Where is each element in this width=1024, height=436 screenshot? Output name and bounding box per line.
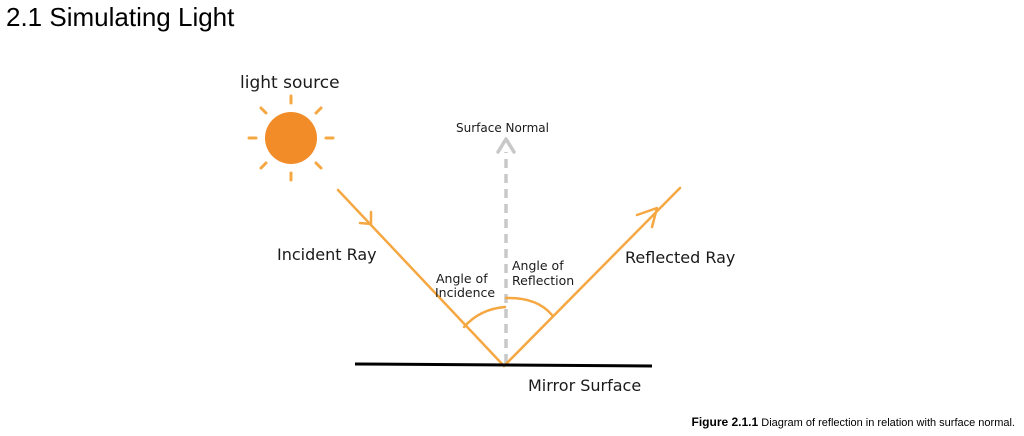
incident-ray-line	[336, 188, 506, 368]
reflected-ray-label: Reflected Ray	[625, 248, 735, 267]
angle-of-incidence-label-line2: Incidence	[435, 285, 495, 300]
sun-icon	[247, 94, 335, 182]
angle-of-reflection-label-line1: Angle of	[512, 258, 564, 273]
angle-of-incidence-arc	[462, 305, 507, 329]
angle-of-incidence-label-line1: Angle of	[436, 271, 488, 286]
incident-ray-label: Incident Ray	[277, 245, 377, 264]
reflected-ray-arrowhead	[635, 206, 659, 229]
mirror-surface-line	[354, 362, 653, 368]
section-heading: 2.1 Simulating Light	[6, 2, 235, 32]
angle-of-reflection-arc	[504, 296, 554, 317]
figure-caption: Figure 2.1.1 Diagram of reflection in re…	[692, 415, 1016, 429]
surface-normal-label: Surface Normal	[456, 121, 549, 135]
light-source-label: light source	[240, 73, 340, 93]
figure-caption-text: Diagram of reflection in relation with s…	[761, 417, 1015, 429]
surface-normal-arrowhead	[496, 137, 516, 154]
incident-ray-arrowhead	[358, 210, 373, 226]
reflected-ray-line	[502, 186, 682, 368]
figure-number: Figure 2.1.1	[691, 415, 759, 429]
mirror-surface-label: Mirror Surface	[528, 376, 641, 395]
angle-of-reflection-label-line2: Reflection	[512, 273, 574, 288]
